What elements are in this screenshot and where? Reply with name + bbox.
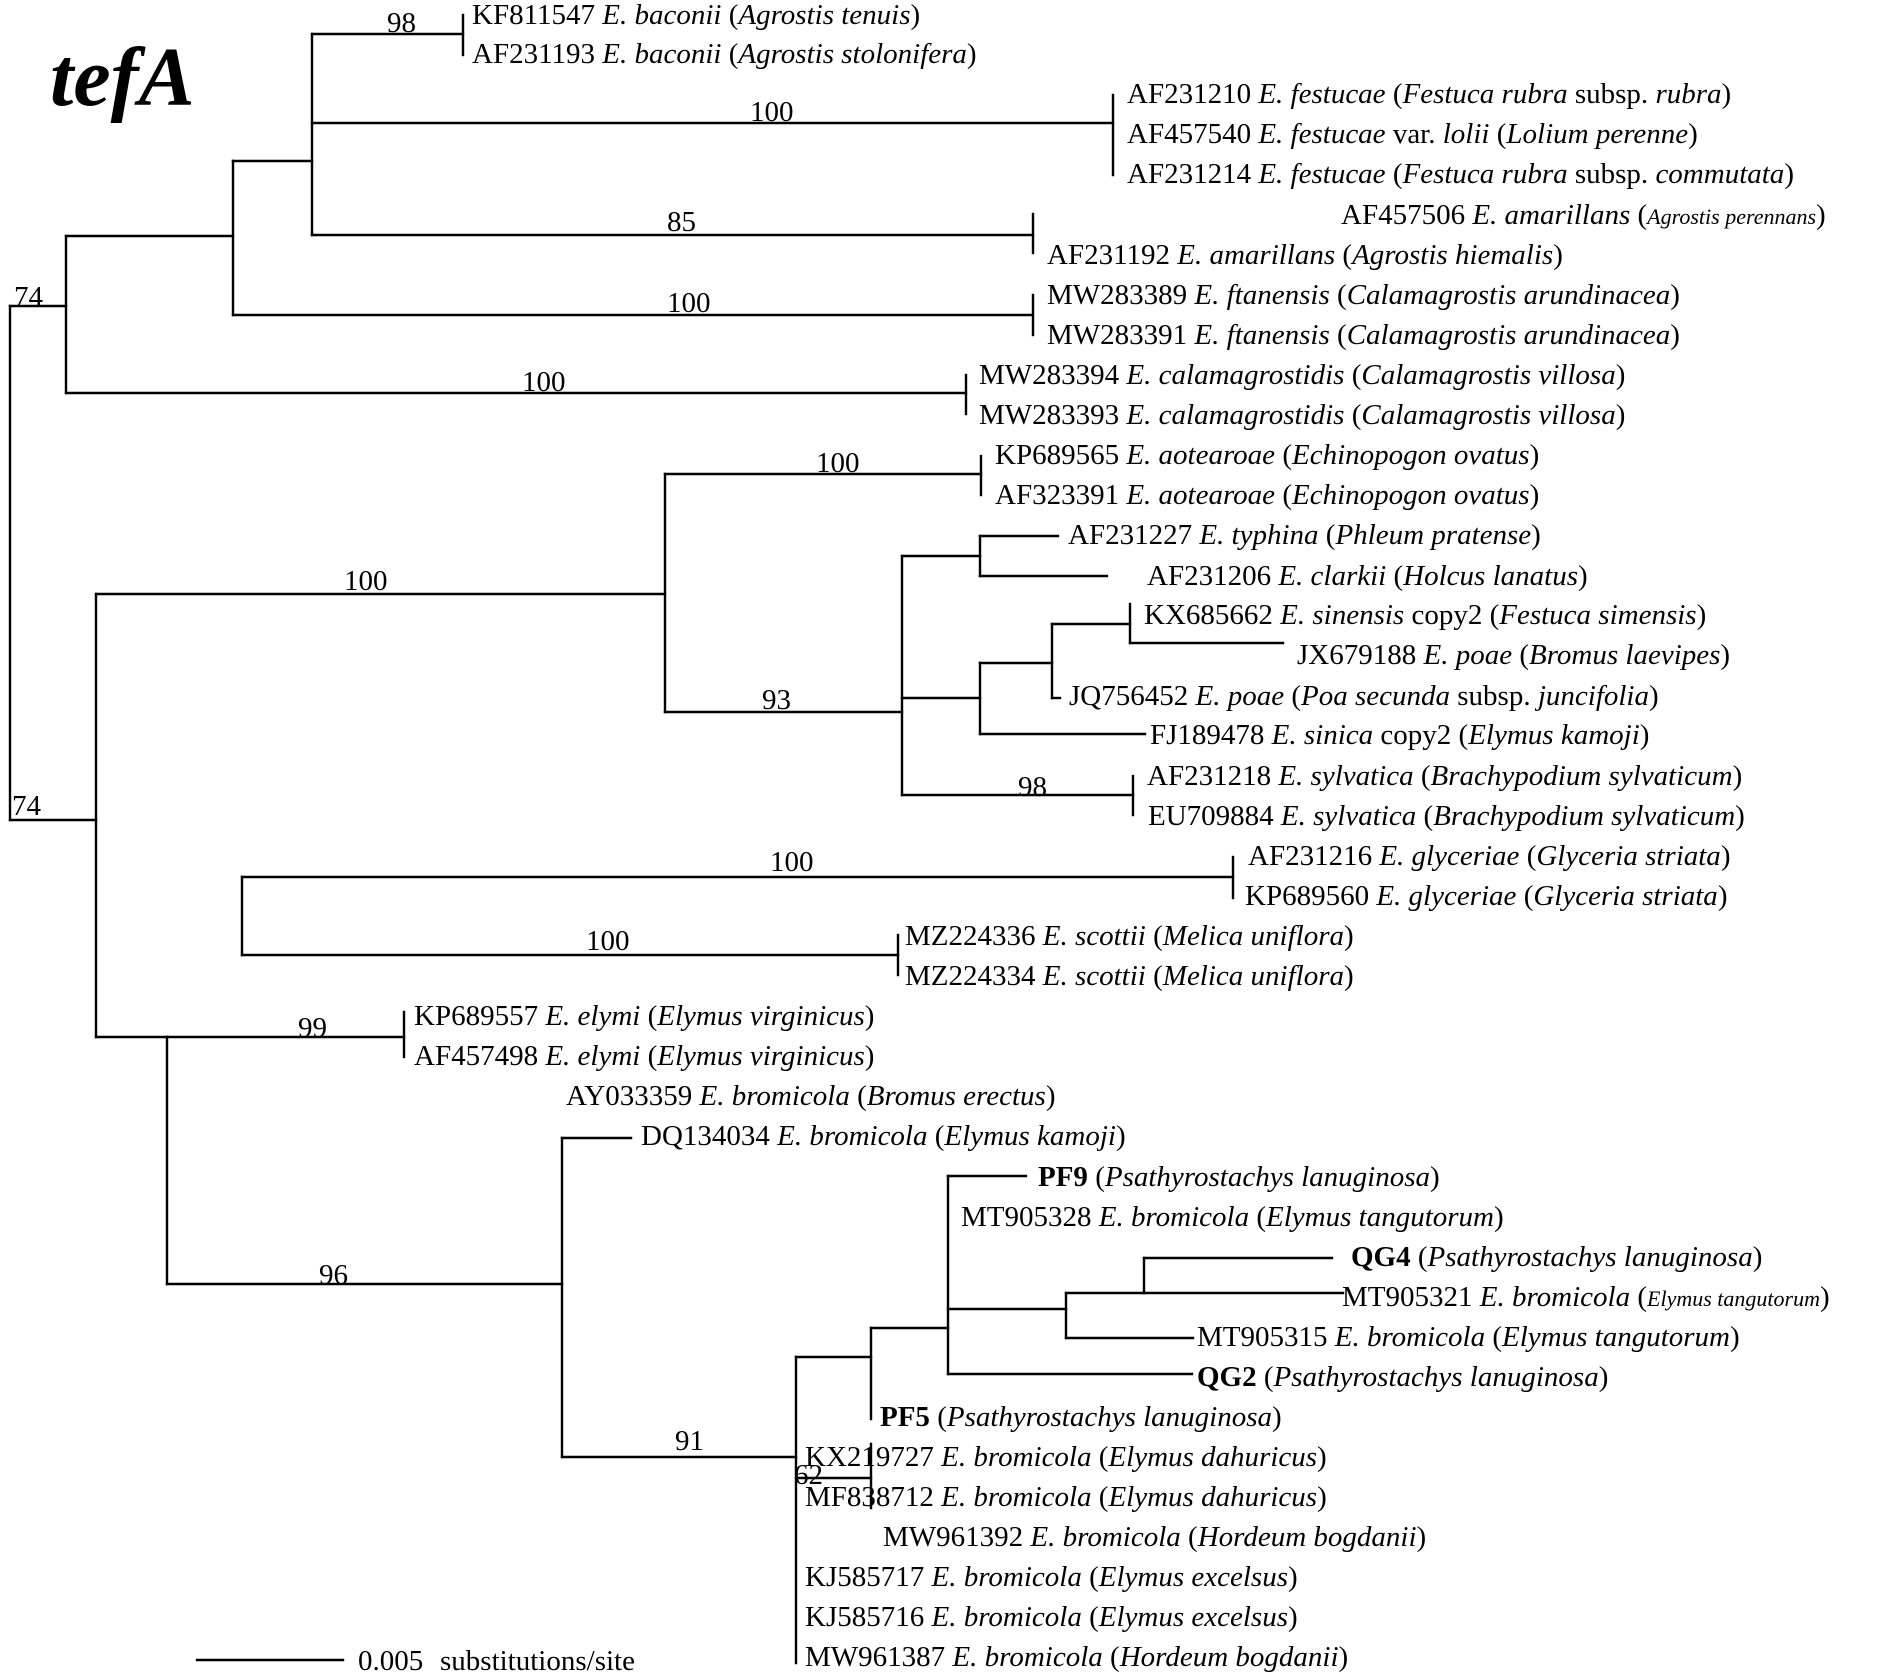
tree-title: tefA [50, 31, 195, 124]
taxon-label: AF231193 E. baconii (Agrostis stolonifer… [472, 38, 977, 70]
taxon-label: MT905328 E. bromicola (Elymus tangutorum… [961, 1201, 1504, 1233]
bootstrap-value: 93 [762, 684, 791, 716]
bootstrap-value: 62 [794, 1459, 823, 1491]
taxon-label: DQ134034 E. bromicola (Elymus kamoji) [641, 1120, 1126, 1152]
taxon-label: MW961387 E. bromicola (Hordeum bogdanii) [805, 1641, 1348, 1673]
taxon-label: MZ224334 E. scottii (Melica uniflora) [905, 960, 1354, 992]
bootstrap-value: 100 [522, 366, 566, 398]
bootstrap-value: 96 [319, 1259, 348, 1291]
taxon-label: MW283391 E. ftanensis (Calamagrostis aru… [1047, 319, 1680, 351]
taxon-label: MT905315 E. bromicola (Elymus tangutorum… [1197, 1321, 1740, 1353]
bootstrap-value: 91 [675, 1425, 704, 1457]
taxon-label: FJ189478 E. sinica copy2 (Elymus kamoji) [1150, 719, 1649, 751]
taxon-label: QG4 (Psathyrostachys lanuginosa) [1351, 1241, 1762, 1273]
taxon-label: MW283389 E. ftanensis (Calamagrostis aru… [1047, 279, 1680, 311]
taxon-label: JX679188 E. poae (Bromus laevipes) [1297, 639, 1730, 671]
taxon-label: AF231206 E. clarkii (Holcus lanatus) [1147, 560, 1588, 592]
taxon-label: KP689565 E. aotearoae (Echinopogon ovatu… [995, 439, 1539, 471]
taxon-label: AF457498 E. elymi (Elymus virginicus) [414, 1040, 874, 1072]
bootstrap-value: 98 [1018, 771, 1047, 803]
bootstrap-value: 100 [816, 447, 860, 479]
bootstrap-value: 100 [750, 96, 794, 128]
taxon-label: AF231210 E. festucae (Festuca rubra subs… [1127, 78, 1731, 110]
taxon-label: KX685662 E. sinensis copy2 (Festuca sime… [1144, 599, 1706, 631]
taxon-label: AF231216 E. glyceriae (Glyceria striata) [1248, 840, 1730, 872]
bootstrap-value: 100 [586, 925, 630, 957]
bootstrap-value: 74 [12, 790, 42, 822]
bootstrap-value: 98 [387, 7, 416, 39]
bootstrap-labels: 98 100 85 100 74 100 100 100 93 98 74 100 100 99 96 91 6… [12, 7, 1047, 1491]
taxon-label: KP689560 E. glyceriae (Glyceria striata) [1245, 880, 1727, 912]
bootstrap-value: 99 [298, 1012, 327, 1044]
bootstrap-value: 85 [667, 206, 696, 238]
scale-bar: 0.005 substitutions/site [195, 1645, 635, 1675]
scale-bar-unit: substitutions/site [440, 1645, 635, 1675]
taxon-label: PF5 (Psathyrostachys lanuginosa) [880, 1401, 1282, 1433]
taxon-label: MW961392 E. bromicola (Hordeum bogdanii) [883, 1521, 1426, 1553]
taxon-label: KJ585717 E. bromicola (Elymus excelsus) [805, 1561, 1298, 1593]
taxon-label: AF231192 E. amarillans (Agrostis hiemali… [1047, 239, 1563, 271]
bootstrap-value: 74 [14, 281, 44, 313]
taxon-label: KX219727 E. bromicola (Elymus dahuricus) [805, 1441, 1327, 1473]
taxon-label: QG2 (Psathyrostachys lanuginosa) [1197, 1361, 1608, 1393]
taxon-label: AY033359 E. bromicola (Bromus erectus) [566, 1080, 1056, 1112]
bootstrap-value: 100 [770, 846, 814, 878]
taxon-label: KJ585716 E. bromicola (Elymus excelsus) [805, 1601, 1298, 1633]
taxon-label: MW283393 E. calamagrostidis (Calamagrost… [979, 399, 1625, 431]
taxon-label: AF231218 E. sylvatica (Brachypodium sylv… [1147, 760, 1742, 792]
bootstrap-value: 100 [667, 287, 711, 319]
scale-bar-value: 0.005 [358, 1645, 423, 1675]
taxon-label: MW283394 E. calamagrostidis (Calamagrost… [979, 359, 1625, 391]
taxon-label: JQ756452 E. poae (Poa secunda subsp. jun… [1069, 680, 1659, 712]
taxon-label: PF9 (Psathyrostachys lanuginosa) [1038, 1161, 1440, 1193]
bootstrap-value: 100 [344, 565, 388, 597]
taxon-label: AF457540 E. festucae var. lolii (Lolium … [1127, 118, 1698, 150]
tree-branches [8, 13, 1345, 1665]
taxon-label: MF838712 E. bromicola (Elymus dahuricus) [805, 1481, 1327, 1513]
taxon-label: AF231214 E. festucae (Festuca rubra subs… [1127, 158, 1794, 190]
taxon-label: AF323391 E. aotearoae (Echinopogon ovatu… [995, 479, 1539, 511]
taxon-label: KP689557 E. elymi (Elymus virginicus) [414, 1000, 874, 1032]
taxon-label: AF231227 E. typhina (Phleum pratense) [1068, 519, 1541, 551]
taxon-label: EU709884 E. sylvatica (Brachypodium sylv… [1148, 800, 1745, 832]
taxon-label: MT905321 E. bromicola (Elymus tangutorum… [1342, 1281, 1830, 1313]
taxon-label: AF457506 E. amarillans (Agrostis perenna… [1341, 199, 1826, 231]
taxon-labels: KF811547 E. baconii (Agrostis tenuis) AF2… [414, 0, 1830, 1673]
taxon-label: KF811547 E. baconii (Agrostis tenuis) [472, 0, 920, 31]
taxon-label: MZ224336 E. scottii (Melica uniflora) [905, 920, 1354, 952]
